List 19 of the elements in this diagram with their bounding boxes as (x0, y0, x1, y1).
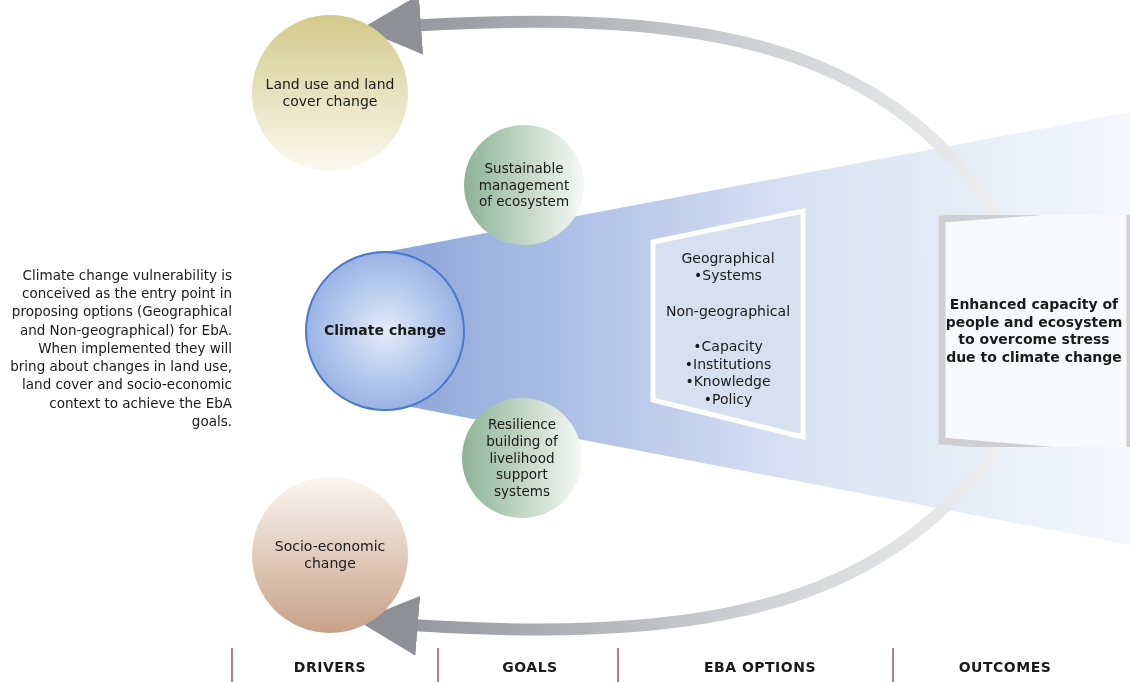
column-heading: GOALS (501, 659, 559, 675)
column-heading: EBA OPTIONS (702, 659, 818, 675)
node-text: Socio-economic change (273, 537, 387, 573)
option-text: Geographical (681, 249, 775, 268)
option-text: •Systems (694, 267, 762, 285)
description-text: Climate change vulnerability is conceived as the entry point in proposing options (Geographical and Non-geographical) for EbA. When implemented they will bring about changes in land use, land cover and socio-economic context to achieve the EbA goals. (9, 266, 232, 430)
node-text: Enhanced capacity of people and ecosystem to overcome stress due to climate change (944, 296, 1124, 366)
node-text: Sustainable management of ecosystem (477, 159, 571, 211)
option-text: Non-geographical (665, 302, 791, 321)
node-text: Resilience building of livelihood support systems (485, 415, 559, 501)
column-heading: DRIVERS (292, 659, 368, 675)
node-text: Land use and land cover change (264, 75, 396, 111)
option-text: •Capacity (693, 338, 763, 356)
node-text: Climate change (323, 322, 447, 340)
column-heading: OUTCOMES (957, 659, 1053, 675)
option-text: •Knowledge (685, 373, 771, 391)
outcome-panel (938, 215, 1130, 447)
option-text: •Policy (703, 390, 753, 409)
option-text: •Institutions (684, 355, 772, 374)
